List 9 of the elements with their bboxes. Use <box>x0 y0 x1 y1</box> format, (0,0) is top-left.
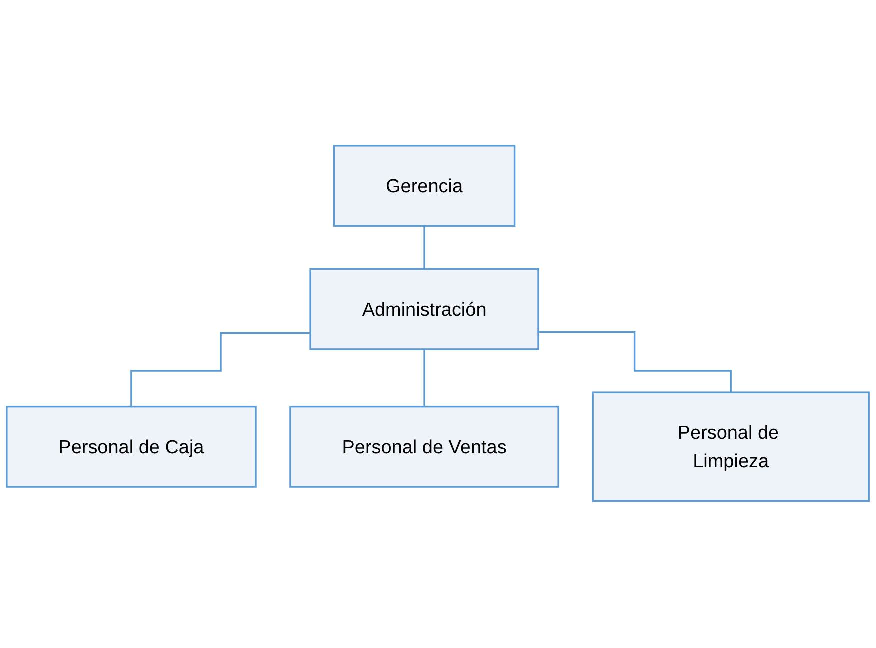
connector <box>424 226 426 271</box>
connector <box>424 349 426 408</box>
connector <box>538 332 732 394</box>
node-box: Personal de Limpieza <box>592 392 870 503</box>
node-box: Personal de Caja <box>6 406 257 488</box>
connector <box>130 332 311 408</box>
node-box: Gerencia <box>333 145 516 228</box>
node-box: Personal de Ventas <box>290 406 560 488</box>
node-box: Administración <box>310 268 540 351</box>
